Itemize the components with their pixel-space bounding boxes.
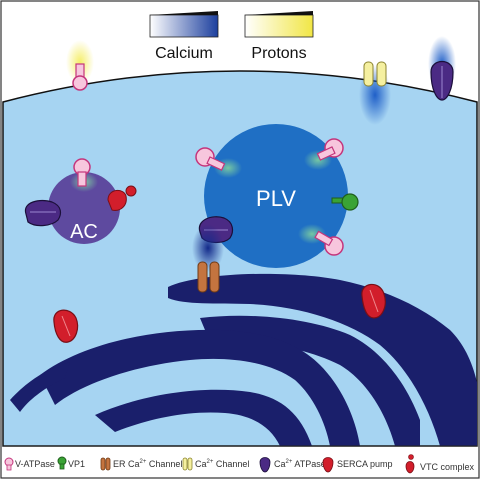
plv-v-atpase-2 (316, 138, 344, 161)
legend-vtc-complex-label: VTC complex (420, 462, 475, 472)
legend-ca-atpase: Ca2+ ATPase (259, 457, 326, 473)
er-calcium-glow (192, 224, 224, 272)
legend-er-ca-channel: ER Ca2+ Channel (100, 457, 182, 471)
plv-v-atpase-1 (195, 147, 226, 171)
legend-vp1-label: VP1 (68, 459, 85, 469)
calcium-gradient-legend: Calcium (149, 11, 219, 62)
legend-v-atpase: V-ATPase (4, 457, 55, 471)
legend-ca-channel: Ca2+ Channel (182, 457, 249, 471)
plv-label: PLV (256, 186, 296, 211)
protons-label: Protons (251, 45, 306, 62)
legend-vtc-complex: VTC complex (405, 454, 475, 474)
calcium-gradient-bar (149, 14, 219, 38)
pm-v-atpase (72, 63, 88, 91)
calcium-wedge (150, 11, 218, 15)
protons-gradient-bar (244, 14, 314, 38)
endoplasmic-reticulum (10, 273, 477, 446)
legend-ca-channel-icon (182, 457, 188, 471)
ac-label: AC (70, 221, 98, 243)
legend-serca-pump: SERCA pump (322, 457, 393, 473)
component-legend: V-ATPase VP1 ER Ca2+ Channel Ca2+ Channe… (3, 445, 477, 474)
ac-ca-atpase (24, 199, 62, 227)
pm-ca-channel (363, 61, 387, 87)
protons-gradient-legend: Protons (244, 11, 314, 62)
legend-er-ca-channel-label: ER Ca2+ Channel (113, 459, 182, 469)
legend-vtc-complex-icon (408, 454, 414, 460)
serca-pump-1 (53, 309, 79, 343)
ac-v-atpase (73, 158, 91, 187)
serca-pump-2 (361, 283, 386, 319)
er-ca-channel (197, 261, 220, 293)
acidocalcisome (48, 172, 120, 244)
calcium-label: Calcium (155, 45, 213, 62)
legend-serca-pump-icon (322, 457, 334, 473)
legend-serca-pump-label: SERCA pump (337, 459, 393, 469)
legend-ca-atpase-icon (259, 457, 271, 473)
plv-v-atpase-3 (314, 230, 344, 256)
ac-vtc-complex (107, 185, 137, 211)
plv-vp1 (331, 193, 359, 211)
legend-ca-channel-label: Ca2+ Channel (195, 459, 249, 469)
protons-wedge (245, 11, 313, 15)
legend-vp1: VP1 (57, 456, 85, 470)
legend-ca-atpase-label: Ca2+ ATPase (274, 459, 326, 469)
legend-er-ca-channel-icon (100, 457, 106, 471)
proton-glow (66, 40, 94, 84)
legend-v-atpase-label: V-ATPase (15, 459, 55, 469)
pm-ca-atpase (430, 60, 454, 101)
